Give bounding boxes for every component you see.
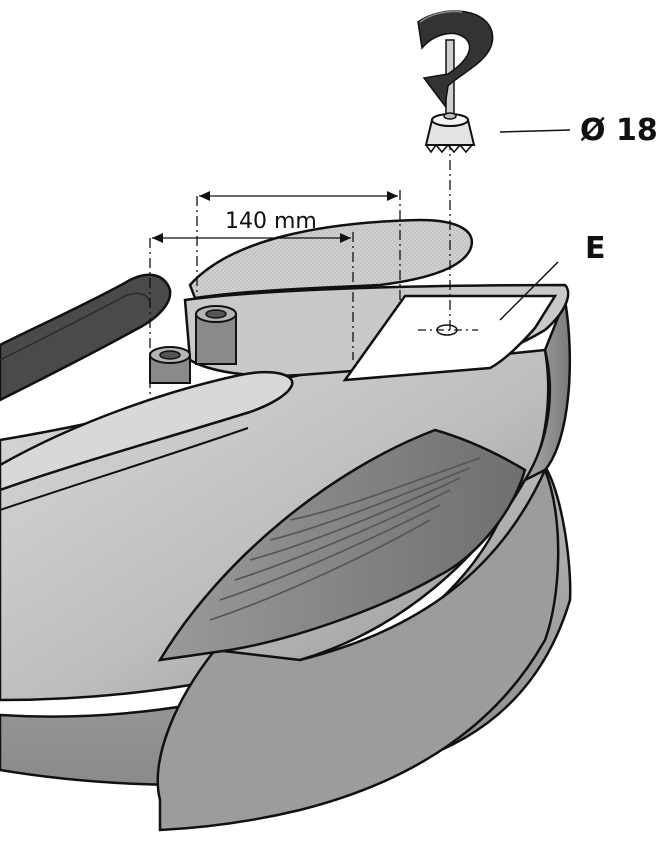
seat [0, 273, 172, 402]
mounting-post-left [149, 346, 191, 384]
mounting-post-right [195, 305, 237, 365]
diameter-leader [499, 129, 571, 133]
drill-diameter-label: Ø 18 [580, 113, 658, 148]
upper-shield [188, 218, 473, 300]
rotation-arrow-icon [417, 10, 494, 108]
part-e-leader [499, 261, 559, 321]
part-e-label: E [585, 231, 606, 266]
vent-recess [157, 428, 527, 662]
dimension-label: 140 mm [225, 209, 317, 234]
front-lip [0, 371, 294, 492]
dimension-lines [149, 190, 401, 395]
